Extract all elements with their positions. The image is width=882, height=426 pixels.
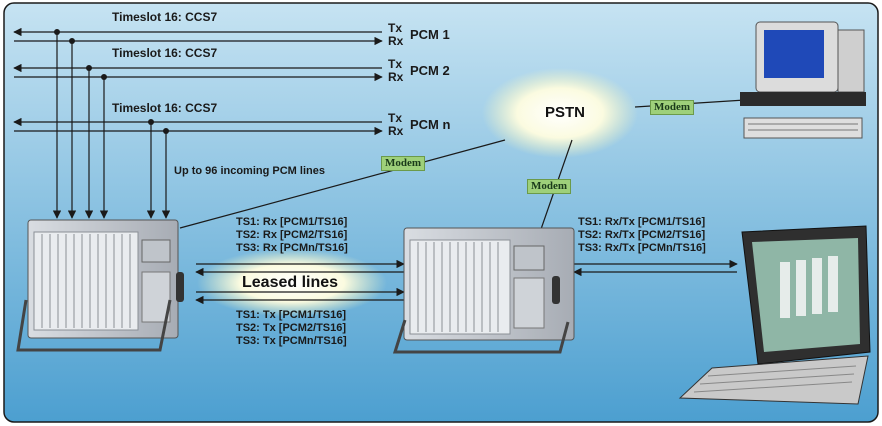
pstn-cloud [482, 68, 638, 158]
laptop-icon [678, 225, 871, 405]
tx-assignment-1: TS1: Tx [PCM1/TS16] [236, 309, 347, 321]
desktop-computer-icon [740, 21, 866, 139]
modem-badge-left-rack: Modem [381, 156, 426, 171]
tx-assignment-list: TS1: Tx [PCM1/TS16] TS2: Tx [PCM2/TS16] … [236, 309, 347, 348]
leased-arrows [195, 259, 738, 305]
pcm1-rx-label: Rx [388, 34, 404, 48]
tap-dots [54, 29, 169, 134]
tap-lines [52, 32, 171, 219]
middle-rack-icon [392, 227, 575, 354]
leased-lines-label: Leased lines [242, 274, 339, 291]
rx-assignment-3: TS3: Rx [PCMn/TS16] [236, 242, 348, 254]
pcmn-timeslot-label: Timeslot 16: CCS7 [112, 101, 218, 115]
rxtx-assignment-list: TS1: Rx/Tx [PCM1/TS16] TS2: Rx/Tx [PCM2/… [578, 216, 706, 255]
pcmn-rx-label: Rx [388, 124, 404, 138]
tx-assignment-3: TS3: Tx [PCMn/TS16] [236, 335, 347, 347]
pcm2-timeslot-label: Timeslot 16: CCS7 [112, 46, 218, 60]
rxtx-assignment-2: TS2: Rx/Tx [PCM2/TS16] [578, 229, 706, 241]
pcm2-tx-label: Tx [388, 57, 403, 71]
pcm2-name-label: PCM 2 [410, 63, 450, 78]
rx-assignment-2: TS2: Rx [PCM2/TS16] [236, 229, 348, 241]
rxtx-assignment-3: TS3: Rx/Tx [PCMn/TS16] [578, 242, 706, 254]
pcm-lines [13, 27, 383, 136]
pcm2-rx-label: Rx [388, 70, 404, 84]
tx-assignment-2: TS2: Tx [PCM2/TS16] [236, 322, 347, 334]
rxtx-assignment-1: TS1: Rx/Tx [PCM1/TS16] [578, 216, 706, 228]
pcm1-name-label: PCM 1 [410, 27, 450, 42]
modem-badge-pstn-pc: Modem [650, 100, 695, 115]
modem-badge-middle-rack: Modem [527, 179, 572, 194]
rx-assignment-list: TS1: Rx [PCM1/TS16] TS2: Rx [PCM2/TS16] … [236, 216, 348, 255]
left-rack-icon [16, 219, 184, 352]
pcm1-timeslot-label: Timeslot 16: CCS7 [112, 10, 218, 24]
rx-assignment-1: TS1: Rx [PCM1/TS16] [236, 216, 348, 228]
pstn-label: PSTN [545, 104, 586, 121]
pcmn-name-label: PCM n [410, 117, 451, 132]
incoming-note: Up to 96 incoming PCM lines [174, 165, 325, 177]
pcm1-tx-label: Tx [388, 21, 403, 35]
pcmn-tx-label: Tx [388, 111, 403, 125]
